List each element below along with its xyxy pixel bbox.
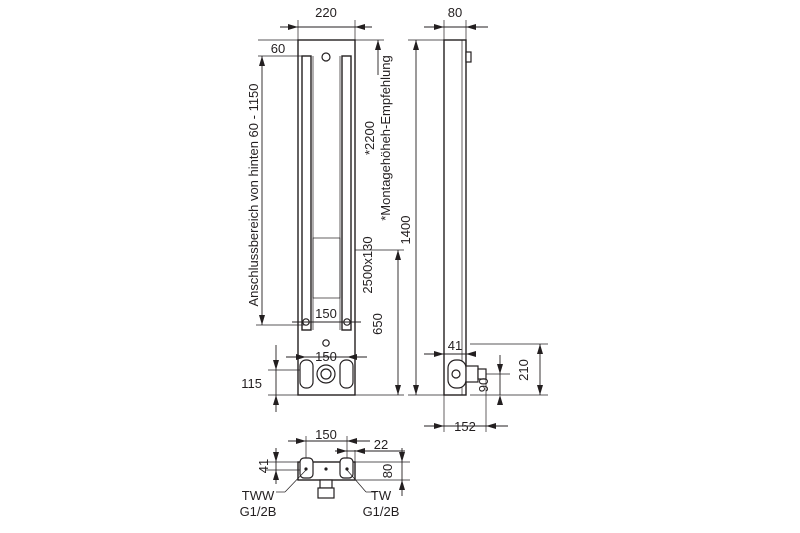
side-depth-label: 80 [448, 5, 462, 20]
side-view: 80 1400 41 210 90 [398, 5, 548, 434]
connection-range-label: Anschlussbereich von hinten 60 - 1150 [246, 83, 261, 306]
front-view: 220 60 Anschlussbereich von hinten [241, 5, 404, 412]
top-offset-label: 60 [271, 41, 285, 56]
opening-size-label: 2500x130 [360, 236, 375, 293]
inner-spacing-upper-label: 150 [315, 306, 337, 321]
tw-label: TW [371, 488, 392, 503]
plan-80-label: 80 [380, 464, 395, 478]
plan-22-label: 22 [374, 437, 388, 452]
bottom-115-label: 115 [241, 376, 262, 391]
front-width-label: 220 [315, 5, 337, 20]
side-90-label: 90 [476, 378, 491, 392]
side-41-label: 41 [448, 338, 462, 353]
tw-thread-label: G1/2B [363, 504, 400, 519]
tww-thread-label: G1/2B [240, 504, 277, 519]
inner-spacing-lower-label: 150 [315, 349, 337, 364]
side-210-label: 210 [516, 359, 531, 381]
plan-150-label: 150 [315, 427, 337, 442]
mount-height-label: *2200 [362, 121, 377, 155]
side-152-label: 152 [454, 419, 476, 434]
plan-view: 150 22 41 80 TWW [240, 427, 410, 519]
plan-41-label: 41 [256, 459, 271, 473]
tww-label: TWW [242, 488, 275, 503]
mount-note-label: *Montagehöheh-Empfehlung [378, 55, 393, 221]
height-650-label: 650 [370, 313, 385, 335]
total-height-label: 1400 [398, 216, 413, 245]
